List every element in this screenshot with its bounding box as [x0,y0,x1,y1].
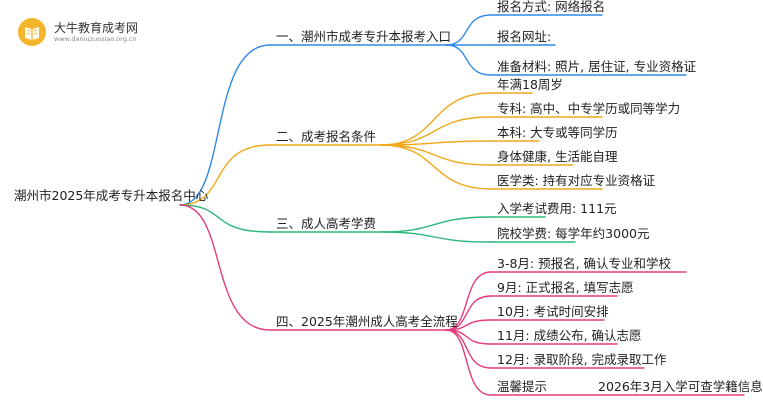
leaf-connector-4-5 [445,329,492,369]
leaf-4-1: 3-8月: 预报名, 确认专业和学校 [497,256,672,271]
branch-connector-3 [179,204,271,233]
site-logo: 大牛教育成考网 www.daniuzuosiao.org.cn [14,14,164,48]
leaf-connector-1-1 [445,14,492,46]
leaf-4-2: 9月: 正式报名, 填写志愿 [497,280,634,295]
leaf-connector-2-1 [380,92,492,146]
leaf-4-3: 10月: 考试时间安排 [497,304,609,319]
root-node: 潮州市2025年成考专升本报名中心 [14,188,209,203]
logo-url: www.daniuzuosiao.org.cn [54,35,137,43]
leaf-2-3: 本科: 大专或等同学历 [497,125,618,140]
branch-connector-2 [179,144,271,206]
tip-detail: 2026年3月入学可查学籍信息 [598,379,763,394]
leaf-connector-4-6 [445,329,492,396]
leaf-connector-2-2 [380,116,492,146]
branch-connector-4 [179,204,271,331]
leaf-2-4: 身体健康, 生活能自理 [497,149,618,164]
leaf-2-2: 专科: 高中、中专学历或同等学力 [497,101,681,116]
leaf-connector-1-3 [445,44,492,76]
leaf-2-1: 年满18周岁 [497,77,563,92]
leaf-1-1: 报名方式: 网络报名 [497,0,606,14]
leaf-connector-2-5 [380,144,492,190]
branch-3: 三、成人高考学费 [276,216,377,231]
leaf-4-6: 温馨提示 [497,379,548,394]
leaf-3-2: 院校学费: 每学年约3000元 [497,226,650,241]
book-icon [18,18,46,46]
leaf-connector-2-3 [380,140,492,146]
leaf-4-5: 12月: 录取阶段, 完成录取工作 [497,352,667,367]
leaf-4-4: 11月: 成绩公布, 确认志愿 [497,328,642,343]
leaf-connector-2-4 [380,144,492,166]
leaf-connector-4-1 [445,271,492,331]
leaf-connector-3-2 [380,231,492,243]
branch-connector-1 [179,44,271,206]
branch-4: 四、2025年潮州成人高考全流程 [276,314,458,329]
logo-title: 大牛教育成考网 [54,21,139,35]
leaf-2-5: 医学类: 持有对应专业资格证 [497,173,656,188]
branch-1: 一、潮州市成考专升本报考入口 [276,29,452,44]
leaf-connector-3-1 [380,216,492,233]
branch-2: 二、成考报名条件 [276,129,377,144]
leaf-3-1: 入学考试费用: 111元 [497,201,617,216]
leaf-1-2: 报名网址: [497,29,552,44]
leaf-1-3: 准备材料: 照片, 居住证, 专业资格证 [497,59,697,74]
